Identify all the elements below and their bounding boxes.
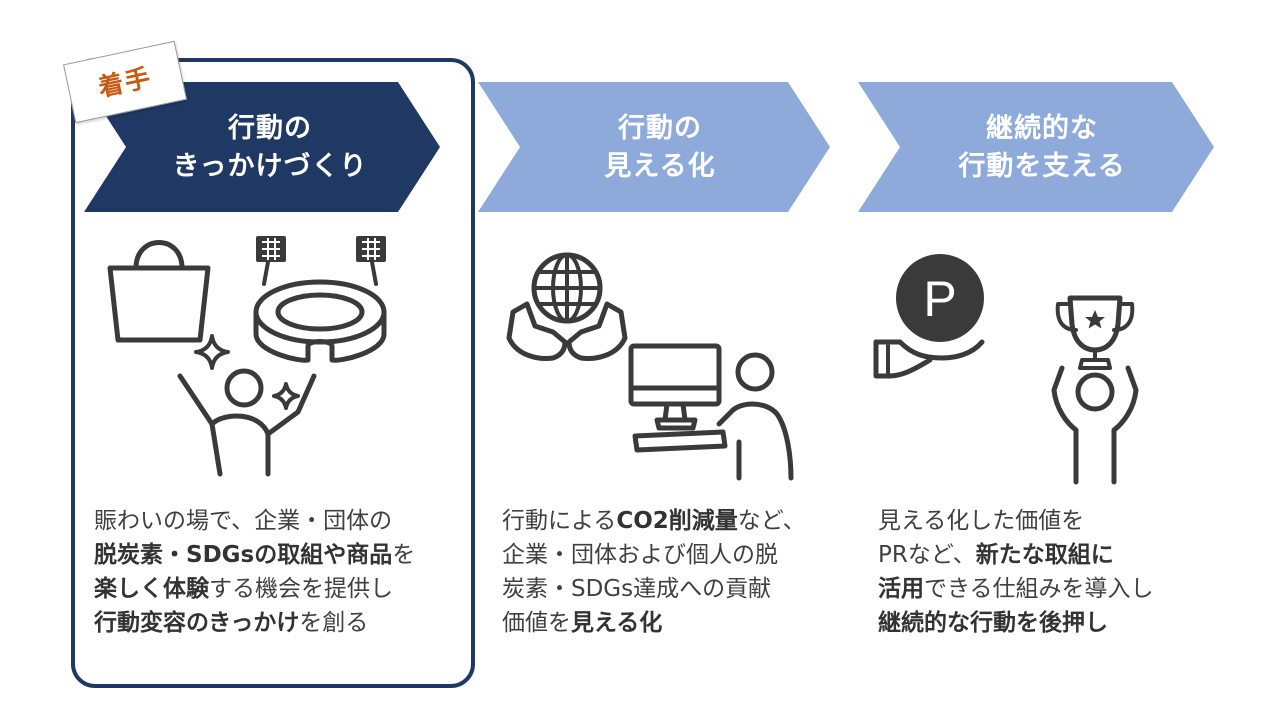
- step-3-title: 継続的な 行動を支える: [958, 113, 1126, 182]
- desc-line: 炭素・SDGs達成への貢献: [502, 576, 772, 602]
- desc-line: 活用できる仕組みを導入し: [878, 576, 1154, 602]
- desc-line: 継続的な行動を後押し: [878, 610, 1108, 636]
- step-3-description: 見える化した価値を PRなど、新たな取組に 活用できる仕組みを導入し 継続的な行…: [878, 504, 1154, 640]
- desc-line: 価値を見える化: [502, 610, 663, 636]
- step-2-arrow: [478, 82, 830, 212]
- stadium-icon: [253, 236, 387, 363]
- step-1-description: 賑わいの場で、企業・団体の 脱炭素・SDGsの取組や商品を 楽しく体験する機会を…: [94, 504, 415, 640]
- points-coin-in-hand-icon: P: [873, 254, 985, 379]
- sparkle-icon: [194, 334, 230, 370]
- start-badge-label: 着手: [95, 62, 155, 103]
- desc-line: 脱炭素・SDGsの取組や商品を: [94, 542, 416, 568]
- desc-line: 行動によるCO2削減量など、: [502, 508, 806, 534]
- desc-line: 楽しく体験する機会を提供し: [94, 576, 393, 602]
- coin-letter: P: [923, 271, 956, 327]
- step-1-title: 行動の きっかけづくり: [172, 113, 368, 182]
- step-3-arrow: [858, 82, 1214, 212]
- trophy-winner-icon: [1051, 295, 1139, 485]
- desc-line: 行動変容のきっかけを創る: [94, 610, 369, 636]
- step-3-illustration: P: [873, 254, 1139, 485]
- desc-line: 見える化した価値を: [878, 508, 1085, 534]
- desc-line: 賑わいの場で、企業・団体の: [94, 508, 393, 534]
- step-1-illustration: [107, 236, 387, 477]
- globe-in-hands-icon: [506, 252, 628, 361]
- desc-line: PRなど、新たな取組に: [878, 542, 1114, 568]
- step-2-title: 行動の 見える化: [604, 113, 716, 182]
- step-1-arrow: [84, 82, 440, 212]
- shopping-bag-icon: [107, 240, 211, 343]
- person-at-computer-icon: [628, 343, 794, 481]
- desc-line: 企業・団体および個人の脱: [502, 542, 778, 568]
- sparkle-icon: [272, 382, 300, 410]
- active-step-frame: [71, 58, 475, 688]
- cheering-person-icon: [177, 368, 317, 477]
- step-2-illustration: [506, 252, 794, 481]
- step-2-description: 行動によるCO2削減量など、 企業・団体および個人の脱 炭素・SDGs達成への貢…: [502, 504, 806, 640]
